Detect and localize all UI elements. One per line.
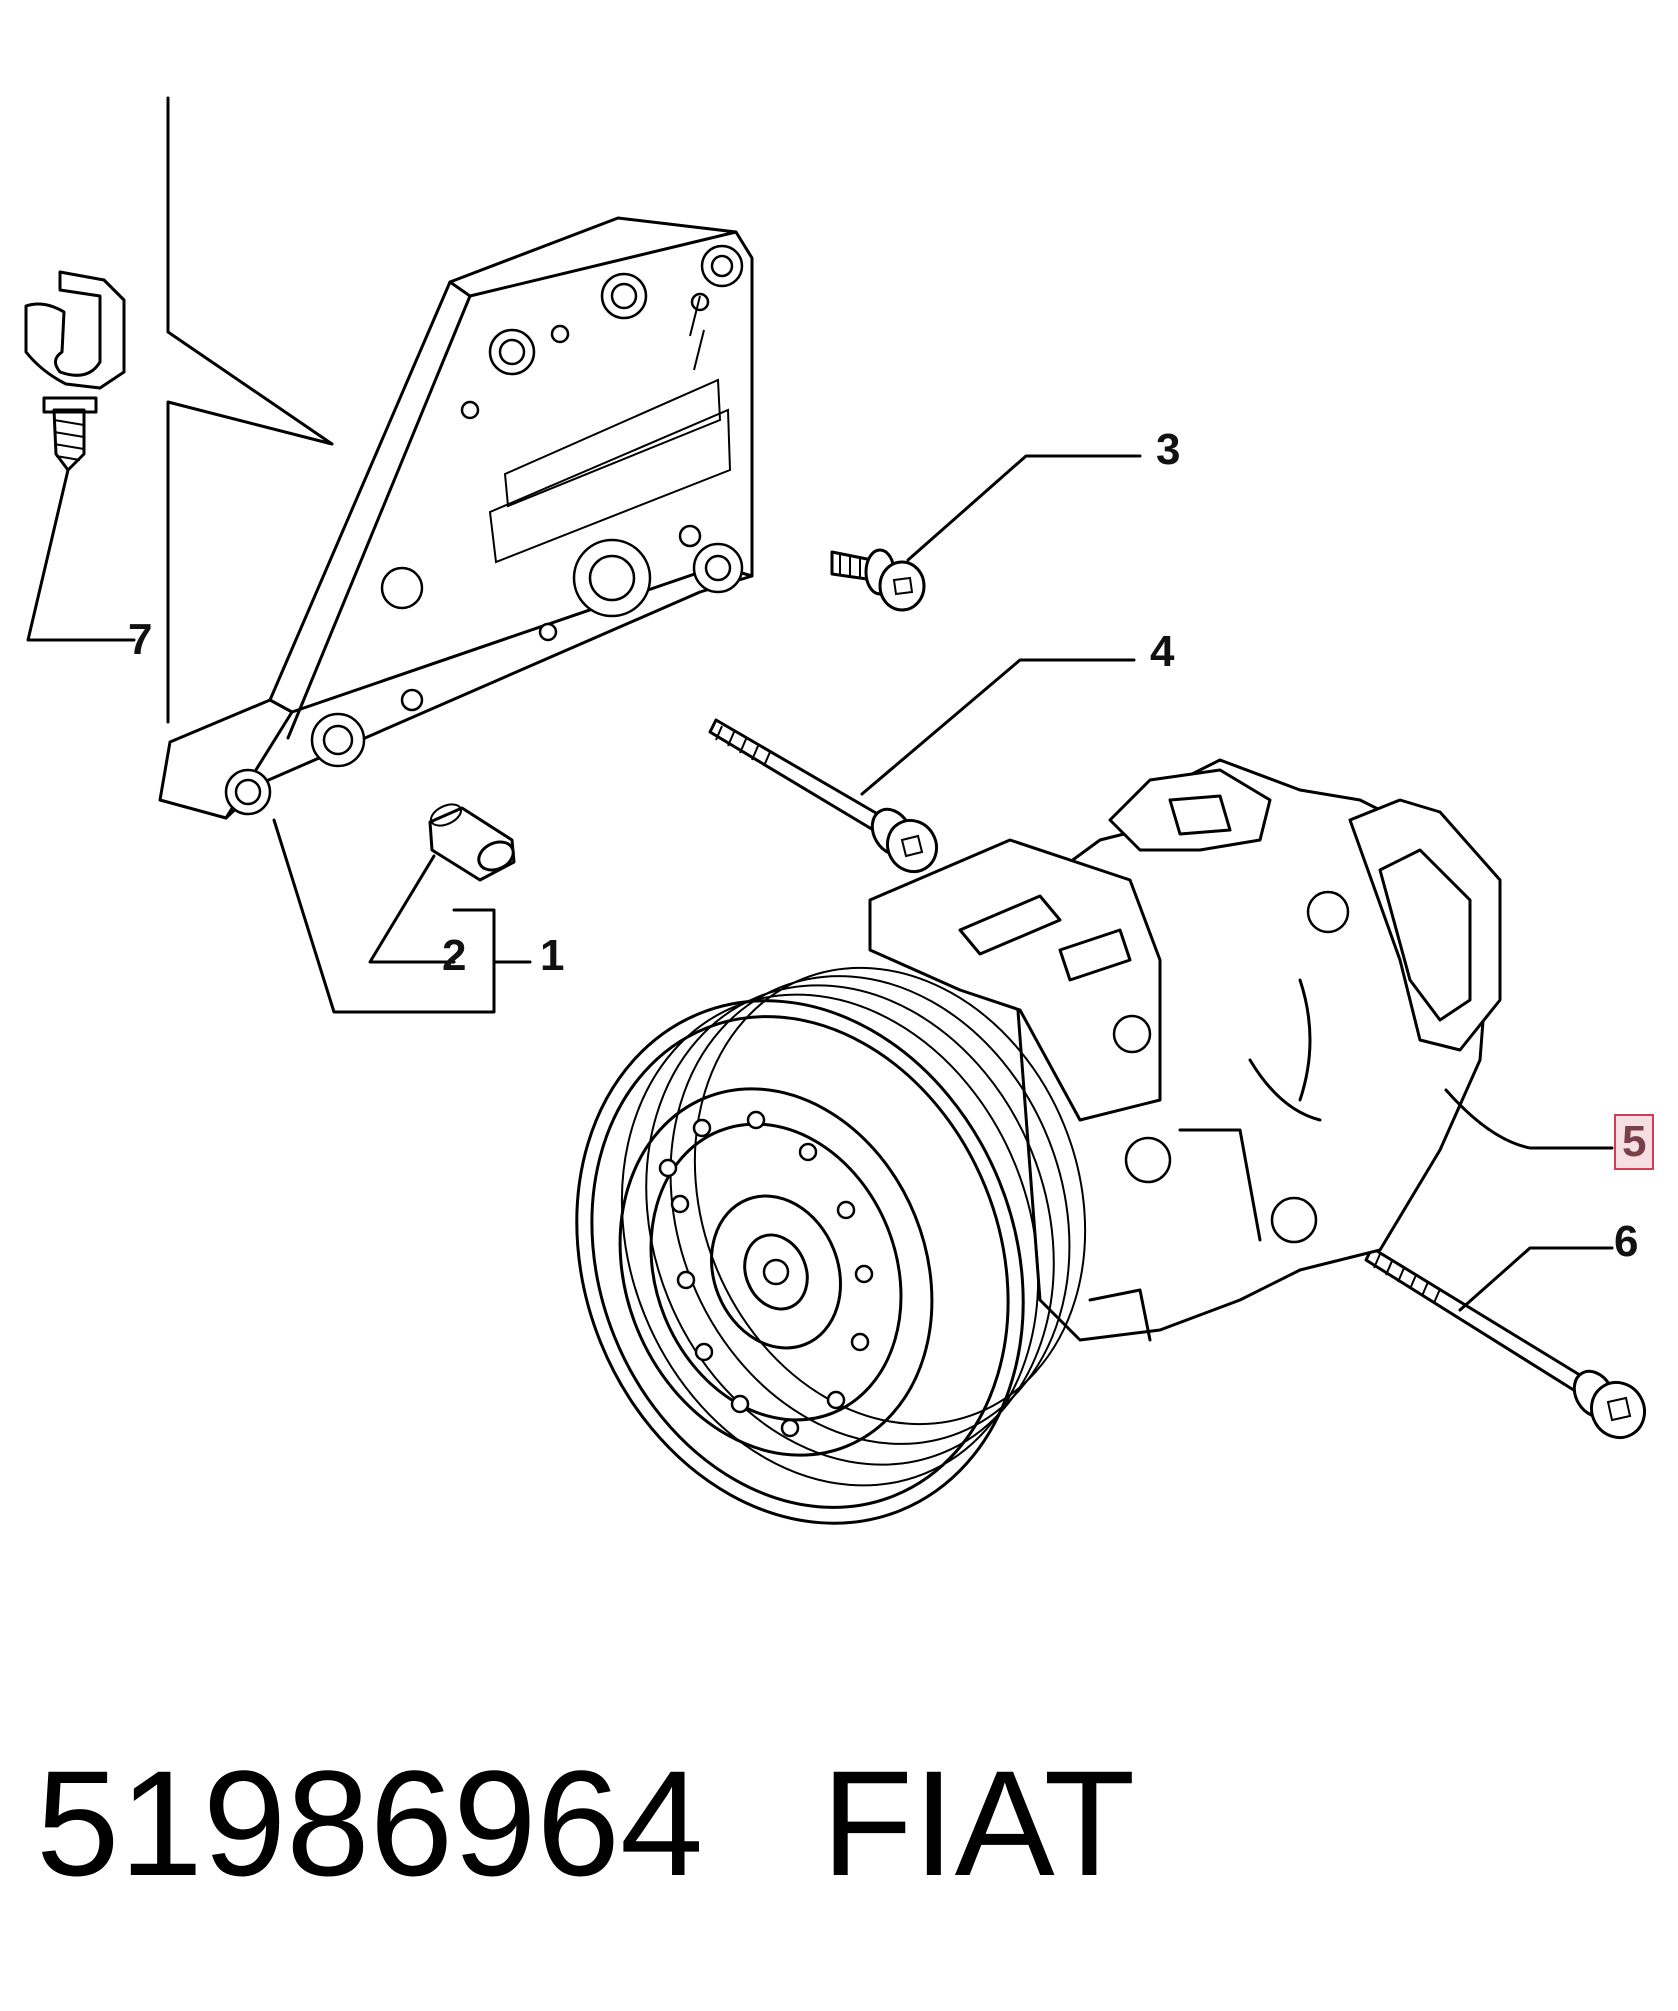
long-bolt-part-6 <box>1364 1246 1647 1440</box>
dowel-sleeve-part <box>428 803 516 882</box>
callout-5-highlighted[interactable]: 5 <box>1614 1114 1655 1170</box>
pipe-clip-part <box>24 270 126 472</box>
ac-compressor-part <box>575 758 1502 1525</box>
part-number: 51986964 <box>36 1739 704 1907</box>
callout-6: 6 <box>1614 1217 1639 1266</box>
callout-7: 7 <box>128 615 153 664</box>
leader-lines <box>26 96 1614 1312</box>
callout-4: 4 <box>1150 627 1175 676</box>
callout-3: 3 <box>1156 425 1181 474</box>
long-bolt-part <box>708 718 939 874</box>
callout-1: 1 <box>540 931 565 980</box>
mounting-bracket-part <box>158 216 754 820</box>
brand-name: FIAT <box>821 1739 1136 1907</box>
callout-2: 2 <box>442 931 467 980</box>
short-bolt-part <box>830 548 926 612</box>
